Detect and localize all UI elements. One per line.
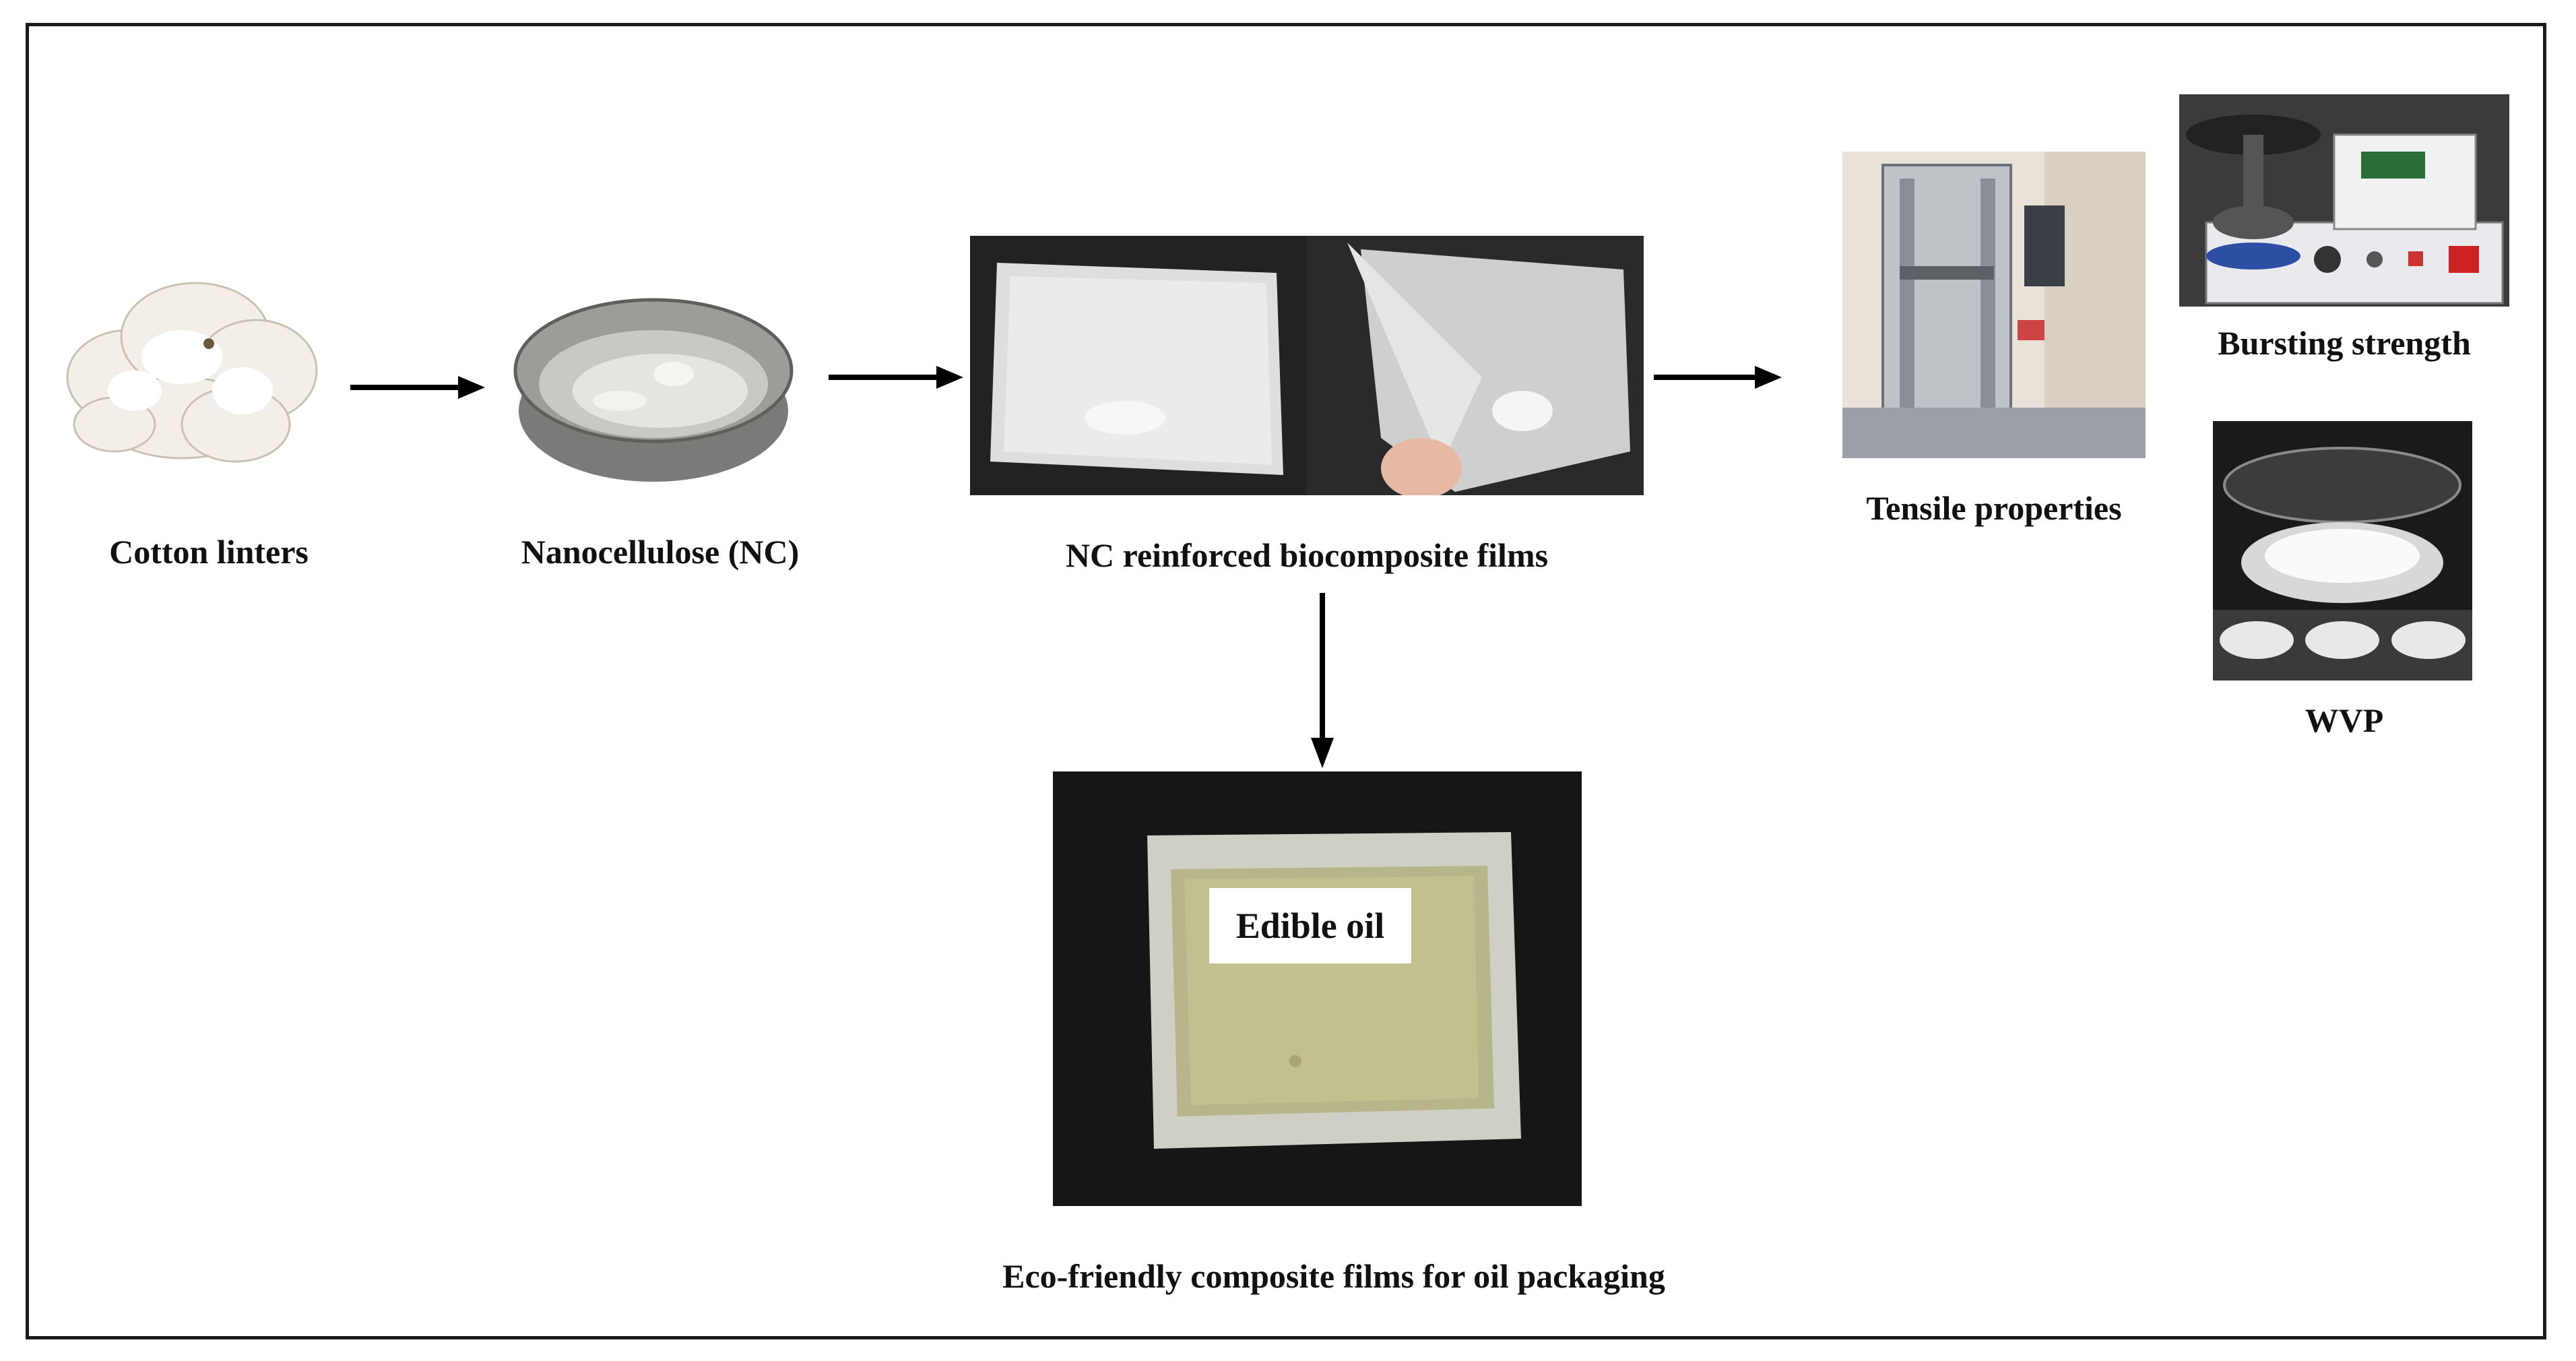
bursting-strength-label: Bursting strength (2218, 324, 2471, 362)
wvp-label: WVP (2305, 701, 2384, 739)
packaging-label: Eco-friendly composite films for oil pac… (1002, 1257, 1665, 1295)
edible-oil-label: Edible oil (1235, 906, 1385, 946)
nanocellulose-label: Nanocellulose (NC) (521, 533, 800, 571)
edible-oil-tag: Edible oil (1209, 888, 1411, 963)
cotton-linters-label: Cotton linters (109, 533, 309, 571)
arrow-films-to-tests (1654, 366, 1782, 389)
arrow-nc-to-films (829, 366, 963, 389)
biocomposite-films-label: NC reinforced biocomposite films (1065, 536, 1549, 574)
wvp-test-image (2213, 421, 2472, 680)
nanocellulose-image (505, 276, 802, 492)
diagram-frame (26, 23, 2546, 1339)
bursting-tester-image (2179, 94, 2509, 307)
cotton-linters-image (47, 256, 344, 478)
arrow-cotton-to-nc (350, 376, 485, 399)
tensile-machine-image (1842, 152, 2146, 458)
tensile-properties-label: Tensile properties (1866, 489, 2122, 527)
oil-pouch-image (1053, 771, 1582, 1206)
biocomposite-films-image (970, 236, 1644, 495)
arrow-films-to-packaging (1311, 593, 1334, 768)
